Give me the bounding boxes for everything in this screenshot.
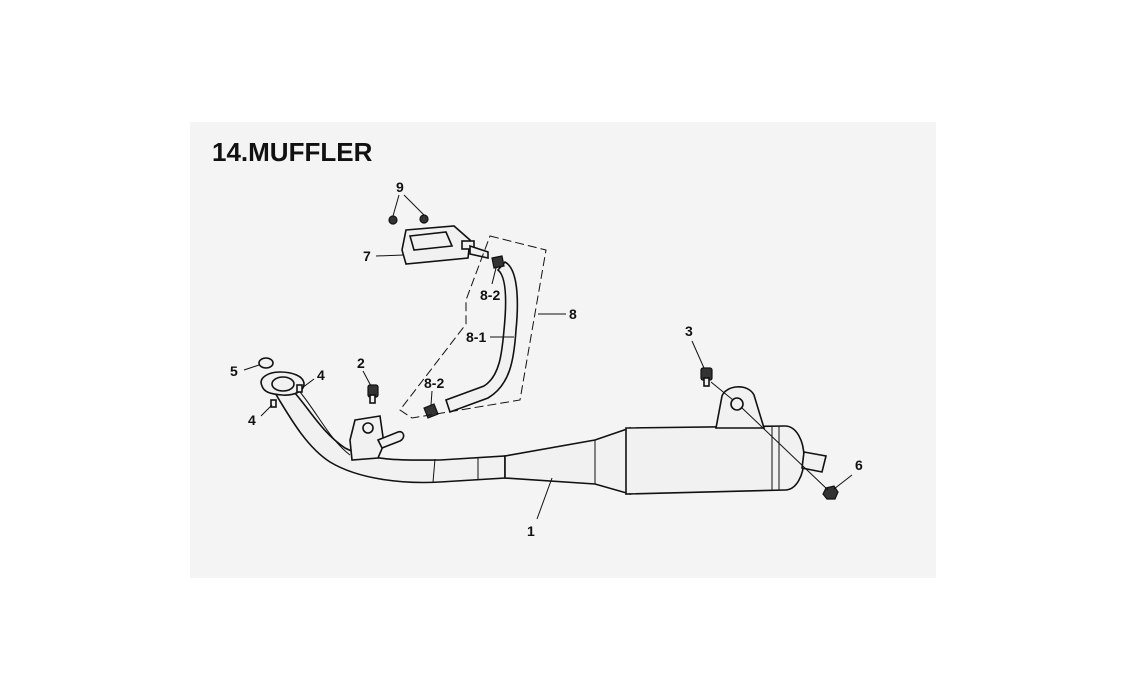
leader-9a [392,194,400,217]
screw-part-9-left [388,215,398,225]
leader-6 [833,474,853,490]
callout-8-2-upper: 8-2 [480,287,500,303]
diagram-background [190,122,936,578]
callout-9: 9 [396,179,404,195]
callout-1: 1 [527,523,535,539]
callout-6: 6 [855,457,863,473]
callout-5: 5 [230,363,238,379]
diagram-title: 14.MUFFLER [212,137,373,167]
leader-3 [691,340,705,369]
callout-4-right: 4 [317,367,325,383]
leader-8-2a [491,267,497,285]
pin-part-4-right [296,384,303,393]
callout-4-left: 4 [248,412,256,428]
header-flange [260,371,305,396]
bolt-part-2 [367,384,379,404]
leader-7 [375,254,405,257]
gasket-part-5 [258,357,274,369]
air-injection-valve [401,225,489,265]
leader-3-bolt [710,381,734,401]
pin-part-4-left [270,399,277,408]
callout-8: 8 [569,306,577,322]
callout-3: 3 [685,323,693,339]
callout-2: 2 [357,355,365,371]
air-hose [444,260,519,414]
muffler-body [625,425,827,495]
callout-7: 7 [363,248,371,264]
callout-8-1: 8-1 [466,329,486,345]
hose-clamp-upper [491,255,505,269]
callout-8-2-lower: 8-2 [424,375,444,391]
leader-2 [362,370,372,387]
leader-1 [536,477,553,520]
leader-4b [260,404,273,417]
bolt-part-3 [700,367,713,387]
leader-4a [301,378,315,389]
hose-assembly-outline [399,235,547,419]
exhaust-pipe [270,381,506,484]
leader-9b [403,194,425,216]
leader-5 [243,364,260,371]
leader-8-2b [430,390,433,406]
screw-part-9-right [419,214,429,224]
pipe-clamp [349,415,405,461]
leader-6-bolt [740,406,829,491]
